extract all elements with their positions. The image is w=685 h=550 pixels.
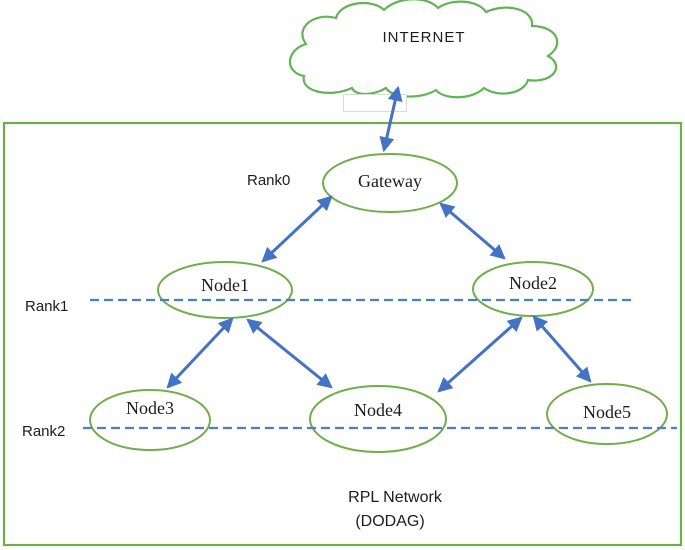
- network-boundary-box: [2, 121, 683, 547]
- link-gateway-node2: [439, 202, 506, 260]
- link-gateway-node1: [261, 195, 333, 263]
- link-node1-node4: [246, 318, 333, 389]
- node4-label: Node4: [354, 400, 402, 420]
- node5-label: Node5: [583, 402, 631, 422]
- node1-label: Node1: [201, 275, 249, 295]
- node-node3: [89, 389, 211, 451]
- rank1-label: Rank1: [25, 298, 68, 315]
- link-node2-node4: [437, 316, 523, 393]
- link-node1-node3: [166, 317, 234, 389]
- caption-line2: (DODAG): [355, 513, 424, 530]
- node-node4: [309, 385, 447, 453]
- internet-cloud-icon: [288, 0, 559, 99]
- rank2-label: Rank2: [22, 423, 65, 440]
- node2-label: Node2: [509, 273, 557, 293]
- internet-label: INTERNET: [383, 29, 466, 46]
- rank0-label: Rank0: [247, 172, 290, 189]
- node3-label: Node3: [126, 398, 174, 418]
- caption-line1: RPL Network: [348, 489, 443, 506]
- link-internet-gateway: [379, 85, 403, 153]
- node-gateway: [322, 153, 458, 213]
- link-node2-node5: [532, 315, 592, 383]
- gateway-label: Gateway: [358, 171, 422, 191]
